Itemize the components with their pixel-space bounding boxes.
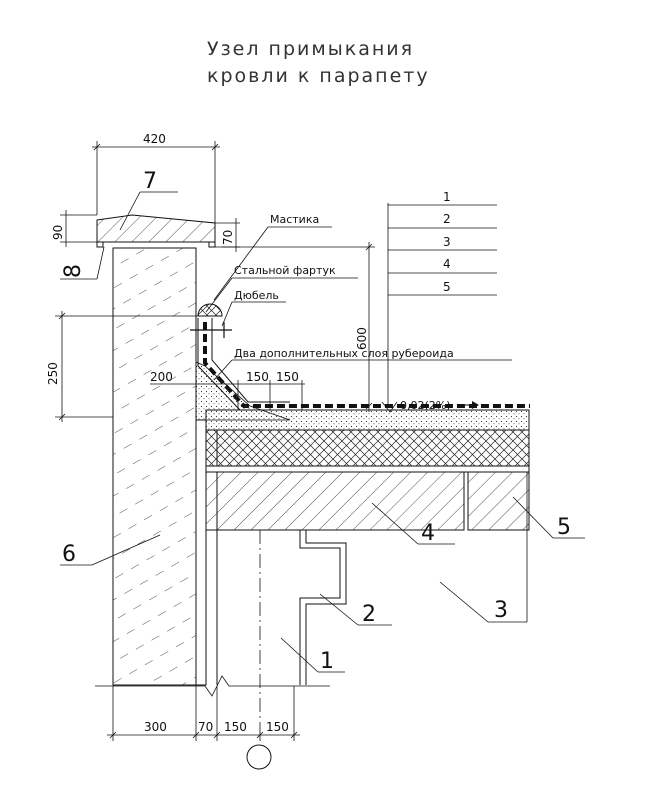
dim-250: 250 [46,311,200,422]
callout-4: 4 [421,521,435,546]
dim-coping-height: 90 8 [51,210,105,280]
legend-4: 4 [443,257,451,271]
callout-8: 8 [61,264,86,278]
steel-profile [299,530,341,685]
callout-1: 1 [320,649,334,674]
slab-left [205,471,465,531]
vapour-layer [205,465,530,473]
title-line-1: Узел примыкания [207,38,414,60]
insulation-layer [205,429,530,467]
dim-top-width: 420 [92,132,220,223]
legend-2: 2 [443,212,451,226]
callout-2-leader: 2 [319,593,392,627]
callout-5-leader: 5 [512,496,585,540]
dim-bottom: 300 70 150 150 [107,686,300,741]
label-two-layers: Два дополнительных слоя рубероида [213,347,512,381]
parapet-wall [112,247,197,686]
callout-7-leader: 7 [119,169,178,231]
legend-5: 5 [443,280,451,294]
dowel [190,322,232,338]
label-mastika: Мастика [213,213,332,301]
wall-lining [195,419,207,686]
dim-70-text: 70 [198,720,213,734]
callout-4-leader: 4 [371,502,455,546]
callout-2: 2 [362,602,376,627]
slope-indicator: 0,02(2%) [381,399,479,413]
coping-slab [96,214,216,248]
label-dyubel: Дюбель [221,289,286,327]
fartuk-text: Стальной фартук [234,264,336,277]
layer-legend: 1 2 3 4 5 [387,190,497,405]
callout-1-leader: 1 [280,637,345,674]
dim-420-text: 420 [143,132,166,146]
dim-150b-text: 150 [276,370,299,384]
label-fartuk: Стальной фартук [205,264,358,313]
title-line-2: кровли к парапету [207,65,430,87]
dim-90-text: 90 [51,225,65,240]
slope-text: 0,02(2%) [400,399,451,412]
dim-150-a-text: 150 [224,720,247,734]
dim-200-150: 200 150 150 [150,370,305,410]
callout-6: 6 [62,542,76,567]
dim-250-text: 250 [46,362,60,385]
two-layers-text: Два дополнительных слоя рубероида [234,347,454,360]
dim-150a-text: 150 [246,370,269,384]
callout-3-leader: 3 [439,472,528,623]
screed-layer [205,409,530,431]
callout-3: 3 [494,598,508,623]
mastika-text: Мастика [270,213,319,226]
mastic-bead [197,303,223,317]
dyubel-text: Дюбель [234,289,279,302]
callout-6-leader: 6 [60,534,161,567]
legend-3: 3 [443,235,451,249]
dim-600: 600 [222,242,375,412]
slab-right [467,471,530,531]
dim-600-text: 600 [355,327,369,350]
dim-150-b-text: 150 [266,720,289,734]
legend-1: 1 [443,190,451,204]
dim-70-top-text: 70 [221,230,235,245]
axis-bubble [246,744,272,770]
dim-200-text: 200 [150,370,173,384]
dim-300-text: 300 [144,720,167,734]
callout-5: 5 [557,515,571,540]
callout-7: 7 [143,169,157,194]
